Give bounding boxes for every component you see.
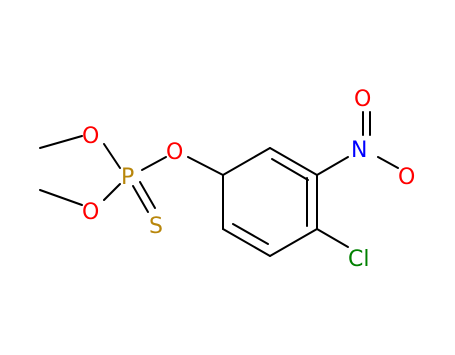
atom-o-methoxy-top: O [82, 124, 99, 149]
bond-o-bottom-p [103, 183, 121, 201]
bond-ring-n [316, 156, 349, 176]
atom-s: S [149, 214, 163, 239]
atom-p: P [121, 165, 134, 190]
bond-n-o-right [377, 156, 399, 169]
ring-bond-2 [269, 147, 318, 176]
ring-bond-1 [222, 147, 271, 176]
atom-n: N [351, 138, 367, 163]
ring-inner-bond-c [232, 223, 269, 245]
bond-o-top-p [103, 143, 121, 169]
atom-o-nitro-right: O [398, 165, 415, 190]
bond-p-o-aryl [141, 156, 167, 171]
bond-p-s-1 [132, 185, 149, 213]
ring-bond-5 [222, 228, 271, 257]
atom-o-aryl: O [166, 140, 183, 165]
bond-o-ring [187, 156, 224, 176]
bond-p-s-2 [139, 181, 156, 209]
bond-methyl-o-top [39, 135, 83, 149]
atom-o-nitro-top: O [354, 87, 371, 112]
atom-cl: Cl [348, 247, 369, 272]
bond-ring-cl [316, 228, 349, 248]
atom-o-methoxy-bottom: O [82, 200, 99, 225]
ring-inner-bond-a [271, 158, 309, 181]
ring-bond-4 [269, 228, 318, 257]
bond-methyl-o-bottom [39, 189, 83, 206]
